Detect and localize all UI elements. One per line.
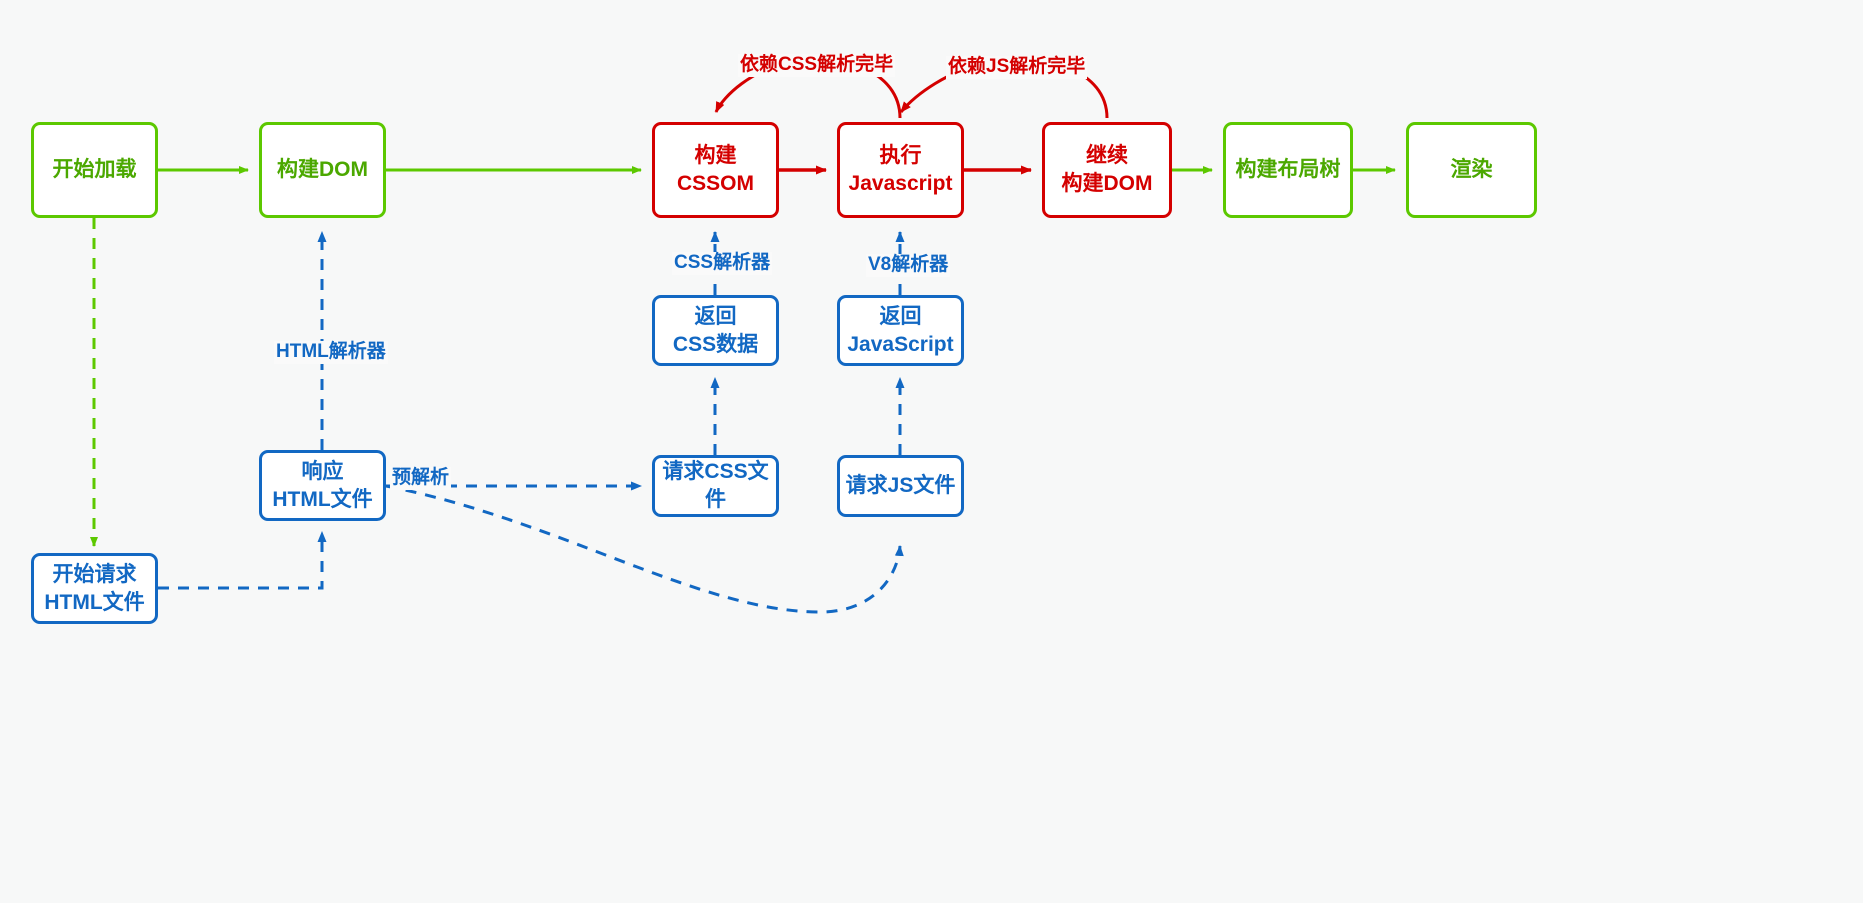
node-exec-javascript[interactable]: 执行 Javascript [837,122,964,218]
node-return-css-data[interactable]: 返回 CSS数据 [652,295,779,366]
node-start-request-html[interactable]: 开始请求 HTML文件 [31,553,158,624]
node-response-html-file[interactable]: 响应 HTML文件 [259,450,386,521]
edge-label-html-parser: HTML解析器 [274,341,388,364]
edge-label-v8-parser: V8解析器 [866,254,951,277]
edge-label-dep-js-done: 依赖JS解析完毕 [946,56,1088,79]
node-build-layout-tree[interactable]: 构建布局树 [1223,122,1353,218]
node-return-javascript[interactable]: 返回 JavaScript [837,295,964,366]
node-request-css-file[interactable]: 请求CSS文件 [652,455,779,517]
node-render[interactable]: 渲染 [1406,122,1537,218]
node-request-js-file[interactable]: 请求JS文件 [837,455,964,517]
edge-preparse-to-request-js [385,484,904,614]
edge-label-dep-css-done: 依赖CSS解析完毕 [738,54,896,77]
node-start-load[interactable]: 开始加载 [31,122,158,218]
node-build-dom[interactable]: 构建DOM [259,122,386,218]
node-continue-build-dom[interactable]: 继续 构建DOM [1042,122,1172,218]
edge-request-to-response-html [158,531,327,590]
edge-label-css-parser: CSS解析器 [672,252,773,275]
edge-label-pre-parse: 预解析 [390,467,452,490]
node-build-cssom[interactable]: 构建 CSSOM [652,122,779,218]
